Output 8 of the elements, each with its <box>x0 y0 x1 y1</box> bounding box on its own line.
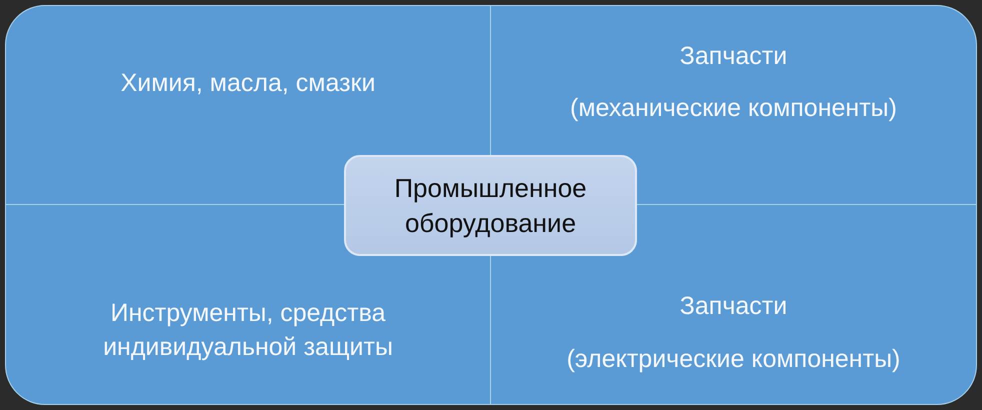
category-title: Запчасти <box>680 41 788 72</box>
category-text: Инструменты, средства индивидуальной защиты <box>102 298 394 363</box>
center-panel <box>344 155 637 256</box>
category-title: Запчасти <box>680 291 788 322</box>
category-subtitle: (электрические компоненты) <box>566 344 900 375</box>
category-text: Химия, масла, смазки <box>120 68 376 99</box>
center-title: Промышленное оборудование <box>393 172 588 240</box>
category-subtitle: (механические компоненты) <box>570 93 897 124</box>
